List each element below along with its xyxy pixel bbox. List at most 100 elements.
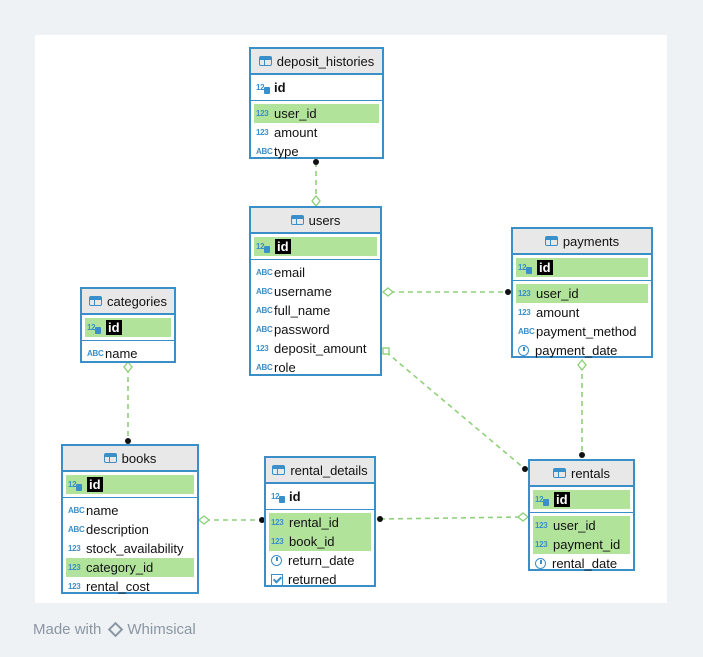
diamond-end <box>516 512 530 522</box>
text-icon: ABC <box>68 506 85 515</box>
table-icon <box>552 468 566 478</box>
clock-icon <box>518 345 529 356</box>
table-header[interactable]: payments <box>513 229 651 255</box>
made-with-footer[interactable]: Made with Whimsical <box>33 621 196 638</box>
table-header[interactable]: rentals <box>530 461 633 487</box>
dot-end <box>522 466 528 472</box>
rel-users-rentals <box>385 351 526 470</box>
column-stock-availability[interactable]: stock_availability <box>86 541 184 556</box>
table-title: deposit_histories <box>276 53 375 69</box>
diamond-end <box>577 358 587 372</box>
numeric-icon: 123 <box>256 344 269 353</box>
diamond-end <box>123 360 133 374</box>
dot-end <box>377 516 383 522</box>
table-header[interactable]: users <box>251 208 380 234</box>
numeric-icon: 123 <box>68 582 81 591</box>
column-full-name[interactable]: full_name <box>274 303 331 318</box>
table-header[interactable]: rental_details <box>266 458 374 484</box>
text-icon: ABC <box>256 306 273 315</box>
square-end <box>382 347 390 355</box>
column-user-id[interactable]: user_id <box>553 518 596 533</box>
column-name[interactable]: name <box>105 346 138 361</box>
numeric-icon: 123 <box>68 563 81 572</box>
column-rental-cost[interactable]: rental_cost <box>86 579 150 594</box>
text-icon: ABC <box>68 525 85 534</box>
column-password[interactable]: password <box>274 322 330 337</box>
column-type[interactable]: type <box>274 144 299 159</box>
numeric-icon: 123 <box>535 521 548 530</box>
column-rental-id[interactable]: rental_id <box>289 515 339 530</box>
text-icon: ABC <box>256 325 273 334</box>
column-id[interactable]: id <box>537 260 553 275</box>
diamond-end <box>311 194 321 208</box>
column-name[interactable]: name <box>86 503 119 518</box>
rel-rentaldetails-rentals <box>379 516 525 520</box>
key-icon: 12 <box>256 83 274 94</box>
text-icon: ABC <box>256 268 273 277</box>
numeric-icon: 123 <box>68 544 81 553</box>
diamond-end <box>381 287 395 297</box>
column-id[interactable]: id <box>289 489 301 504</box>
table-icon <box>258 56 272 66</box>
column-deposit-amount[interactable]: deposit_amount <box>274 341 367 356</box>
table-title: books <box>121 450 157 466</box>
dot-end <box>313 159 319 165</box>
column-id[interactable]: id <box>275 239 291 254</box>
column-amount[interactable]: amount <box>536 305 580 320</box>
whimsical-logo-icon <box>108 621 124 638</box>
made-with-text: Made with <box>33 621 102 638</box>
table-title: rentals <box>570 465 611 481</box>
diamond-end <box>197 515 211 525</box>
text-icon: ABC <box>256 363 273 372</box>
text-icon: ABC <box>518 327 535 336</box>
column-email[interactable]: email <box>274 265 306 280</box>
table-title: rental_details <box>290 462 368 478</box>
column-user-id[interactable]: user_id <box>536 286 579 301</box>
table-header[interactable]: books <box>63 446 197 472</box>
column-id[interactable]: id <box>106 320 122 335</box>
table-icon <box>272 465 286 475</box>
table-header[interactable]: deposit_histories <box>251 49 382 75</box>
column-payment-id[interactable]: payment_id <box>553 537 621 552</box>
numeric-icon: 123 <box>256 128 269 137</box>
table-icon <box>544 236 558 246</box>
column-book-id[interactable]: book_id <box>289 534 335 549</box>
column-description[interactable]: description <box>86 522 149 537</box>
column-rental-date[interactable]: rental_date <box>552 556 618 571</box>
text-icon: ABC <box>256 287 273 296</box>
table-header[interactable]: categories <box>82 289 174 315</box>
checkbox-icon <box>271 573 283 586</box>
column-user-id[interactable]: user_id <box>274 106 317 121</box>
brand-name: Whimsical <box>127 621 196 638</box>
column-payment-method[interactable]: payment_method <box>536 324 637 339</box>
table-icon <box>290 215 304 225</box>
column-id[interactable]: id <box>87 477 103 492</box>
column-category-id[interactable]: category_id <box>86 560 154 575</box>
dot-end <box>125 438 131 444</box>
key-icon: 12 <box>271 492 289 503</box>
column-returned[interactable]: returned <box>288 572 337 587</box>
table-title: users <box>308 212 341 228</box>
column-return-date[interactable]: return_date <box>288 553 355 568</box>
numeric-icon: 123 <box>271 537 284 546</box>
dot-end <box>579 452 585 458</box>
clock-icon <box>535 558 546 569</box>
key-icon: 12 <box>256 242 274 253</box>
key-icon: 12 <box>535 495 553 506</box>
column-username[interactable]: username <box>274 284 332 299</box>
table-title: payments <box>562 233 620 249</box>
column-payment-date[interactable]: payment_date <box>535 343 618 358</box>
column-role[interactable]: role <box>274 360 296 375</box>
column-id[interactable]: id <box>554 492 570 507</box>
column-id[interactable]: id <box>274 80 286 95</box>
column-amount[interactable]: amount <box>274 125 318 140</box>
numeric-icon: 123 <box>256 109 269 118</box>
numeric-icon: 123 <box>518 308 531 317</box>
